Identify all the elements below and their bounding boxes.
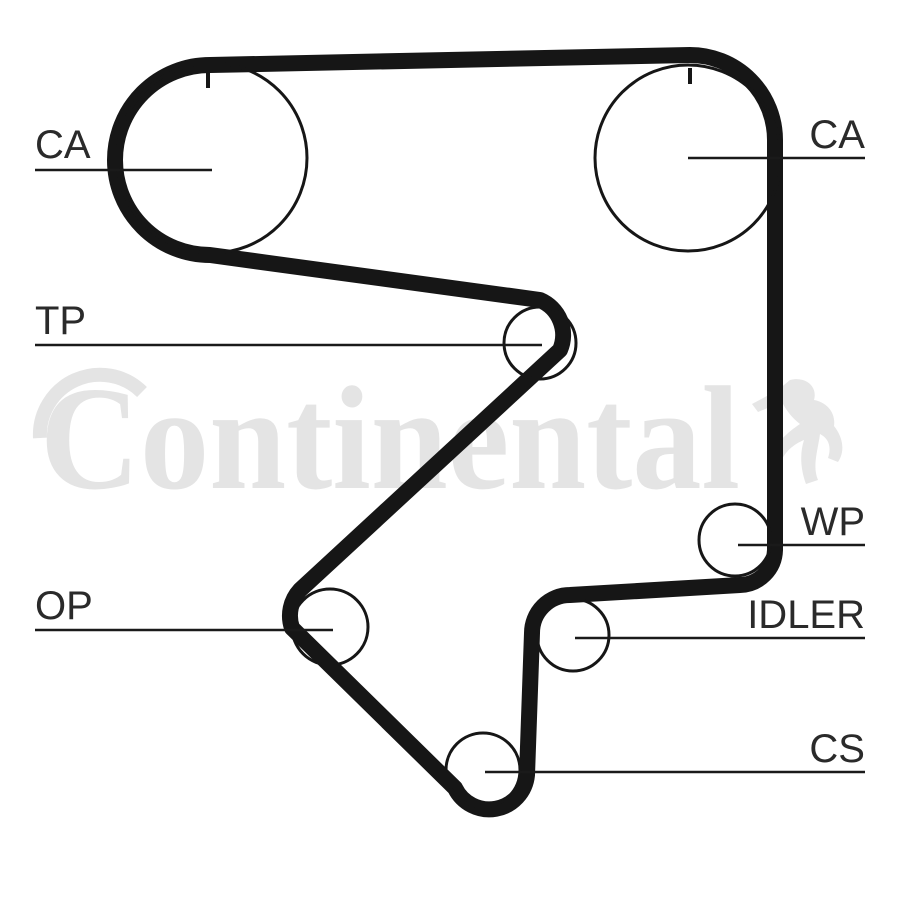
tensioner-pulley: [502, 305, 578, 381]
watermark-swoosh: [32, 367, 147, 439]
label-idler: IDLER: [747, 593, 865, 637]
crankshaft-pulley: [444, 731, 522, 809]
watermark-brand-text: Continental: [40, 357, 740, 521]
label-tensioner: TP: [35, 299, 86, 343]
pulley-rim: [115, 61, 309, 255]
water-pump-pulley: [697, 502, 773, 578]
label-camshaft-right: CA: [809, 113, 865, 157]
continental-watermark: Continental: [32, 357, 843, 521]
idler-pulley: [535, 597, 611, 673]
camshaft-pulley-left: [115, 61, 309, 255]
label-crankshaft: CS: [809, 727, 865, 771]
rearing-horse-icon: [752, 379, 843, 484]
label-oil-pump: OP: [35, 584, 93, 628]
label-water-pump: WP: [801, 500, 865, 544]
oil-pump-pulley: [290, 587, 370, 667]
timing-belt: [107, 47, 783, 818]
label-camshaft-left: CA: [35, 123, 91, 167]
